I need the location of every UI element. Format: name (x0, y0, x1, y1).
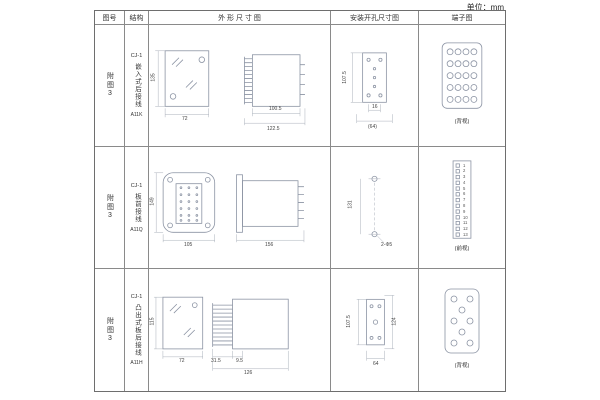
row3-dim-mount-width: 64 (373, 361, 379, 367)
row2-dim-side-depth: 156 (265, 242, 274, 248)
header-outline-dimensions: 外 形 尺 寸 图 (149, 11, 331, 25)
row1-terminal-drawing (441, 42, 483, 109)
header-mounting-holes: 安装开孔尺寸图 (331, 11, 419, 25)
row1-dim-front-height: 135 (150, 73, 157, 82)
row1-outline-drawing (155, 50, 306, 126)
row3-outline-drawing (153, 296, 289, 371)
row2-mounting-cell: 131 2-Φ5 (331, 147, 419, 269)
row2-dim-mount-holes: 2-Φ5 (381, 242, 393, 248)
row3-figure-number: 附图3 (106, 316, 114, 344)
row3-dim-front-width: 72 (179, 358, 185, 364)
row3-terminal-drawing (444, 288, 480, 354)
row1-terminal-cell: (背视) (419, 25, 505, 147)
row1-mounting-style: 嵌入式后接线 (133, 63, 141, 108)
row3-dim-mount-height1: 107.5 (345, 315, 352, 328)
row2-terminal-cell: 1 2 3 4 5 6 7 8 9 10 11 12 13 (前视) (419, 147, 505, 269)
row2-mounting-drawing (360, 175, 384, 243)
row1-dim-mount-height: 107.5 (341, 71, 348, 84)
row1-mounting-cell: 107.5 16 (64) (331, 25, 419, 147)
row1-code: A11K (130, 112, 143, 118)
row1-terminal-view-label: (背视) (454, 119, 470, 125)
row3-terminal-view-label: (背视) (454, 363, 470, 369)
row1-outline-cell: 135 72 100.5 122.5 (149, 25, 331, 147)
row3-dim-pin-depth: 31.5 (211, 358, 221, 364)
row2-outline-cell: 149 105 156 (149, 147, 331, 269)
row2-mounting-style: 板前接线 (133, 192, 141, 223)
row2-terminal-pin-numbers: 1 2 3 4 5 6 7 8 9 10 11 12 13 (463, 162, 468, 238)
unit-label: 单位：mm (466, 3, 504, 12)
row2-structure-cell: CJ-1 板前接线 A11Q (125, 147, 149, 269)
row3-dim-pin-length: 9.5 (236, 358, 243, 364)
row2-terminal-view-label: (前视) (454, 246, 470, 252)
spec-table: 图号 结构 外 形 尺 寸 图 安装开孔尺寸图 端子图 附图3 CJ-1 嵌入式… (94, 10, 506, 392)
row3-figure-cell: 附图3 (95, 269, 125, 391)
row2-model: CJ-1 (130, 182, 143, 189)
row3-dim-side-depth: 126 (244, 370, 253, 376)
row3-terminal-cell: (背视) (419, 269, 505, 391)
row3-mounting-cell: 107.5 124 64 (331, 269, 419, 391)
row2-terminal-drawing (452, 160, 472, 239)
row3-model: CJ-1 (130, 293, 143, 300)
header-terminal-diagram: 端子图 (419, 11, 505, 25)
header-structure: 结构 (125, 11, 149, 25)
row2-outline-drawing (154, 172, 305, 243)
row2-dim-front-width: 105 (184, 242, 193, 248)
row2-dim-mount-height: 131 (347, 200, 354, 209)
row1-dim-side-depth1: 100.5 (269, 106, 282, 112)
row1-mounting-drawing (350, 52, 393, 124)
row2-figure-cell: 附图3 (95, 147, 125, 269)
row1-figure-number: 附图3 (106, 72, 114, 99)
row3-mounting-style: 凸出式板后接线 (133, 303, 141, 357)
row3-dim-front-height: 115 (149, 317, 156, 326)
row3-outline-cell: 115 72 31.5 9.5 126 (149, 269, 331, 391)
row3-code: A11H (130, 360, 143, 367)
row2-figure-number: 附图3 (106, 194, 114, 221)
header-figure-number: 图号 (95, 11, 125, 25)
row1-figure-cell: 附图3 (95, 25, 125, 147)
row2-dim-front-height: 149 (149, 197, 156, 206)
row1-dim-mount-w1: 16 (372, 104, 378, 110)
row3-structure-cell: CJ-1 凸出式板后接线 A11H (125, 269, 149, 391)
row1-model: CJ-1 (130, 53, 143, 59)
row3-mounting-drawing (356, 295, 395, 361)
row2-code: A11Q (130, 226, 143, 233)
row1-dim-front-width: 72 (182, 116, 188, 122)
row1-dim-mount-w2: (64) (368, 124, 377, 130)
row3-dim-mount-height2: 124 (391, 317, 398, 326)
row1-dim-side-depth2: 122.5 (267, 126, 280, 132)
row1-structure-cell: CJ-1 嵌入式后接线 A11K (125, 25, 149, 147)
